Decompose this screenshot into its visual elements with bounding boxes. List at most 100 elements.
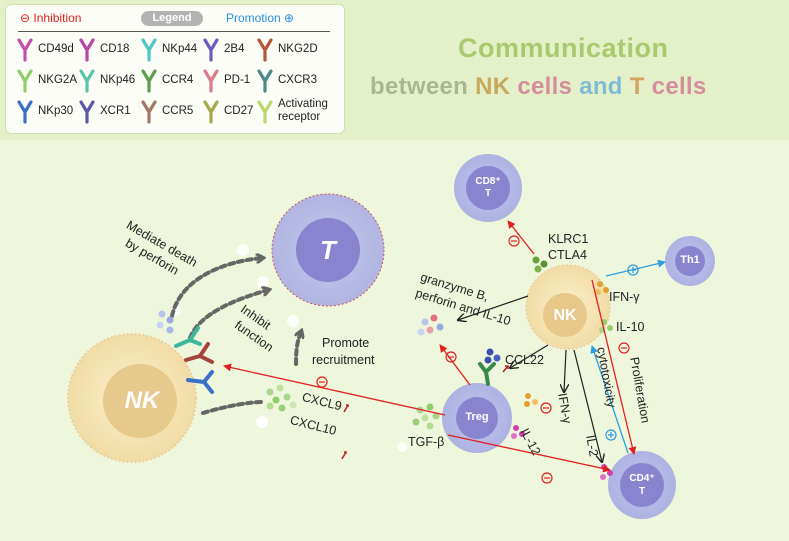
legend-panel: ⊖ Inhibition Legend Promotion ⊕ CD49d CD1… — [5, 4, 345, 134]
th1-label: Th1 — [680, 254, 700, 266]
il12-dots — [511, 425, 525, 439]
receptor-icon — [17, 100, 33, 124]
receptor-icon — [141, 38, 157, 62]
receptor-icon — [257, 69, 273, 93]
cd8-label-line1: CD8⁺ — [475, 176, 501, 187]
perforin-dots — [156, 310, 174, 334]
legend-item-label: NKp46 — [100, 74, 136, 86]
nk-left-receptors — [174, 326, 214, 394]
klrc1-label: KLRC1 — [548, 232, 589, 246]
title-and: and — [579, 73, 623, 100]
ifng-right-label: IFN-γ — [609, 290, 640, 304]
legend-title: Legend — [141, 11, 203, 26]
t-main-label: T — [320, 235, 336, 265]
nk-cell-right — [525, 264, 611, 350]
legend-inhibition-label: ⊖ Inhibition — [20, 11, 82, 25]
ccl22-dots — [484, 348, 501, 364]
receptor-icon — [79, 69, 95, 93]
receptor-icon — [141, 69, 157, 93]
title-nk: NK — [475, 73, 511, 100]
legend-item-label: 2B4 — [224, 43, 245, 55]
legend-item: NKG2D — [256, 37, 336, 63]
promotion-arrows — [590, 259, 666, 454]
legend-item-label: CD49d — [38, 43, 74, 55]
legend-item-label: CCR4 — [162, 74, 194, 86]
nk-left-label: NK — [124, 387, 160, 414]
receptor-icon — [203, 38, 219, 62]
promote-label-2: recruitment — [312, 353, 375, 367]
nkp30-receptor — [186, 370, 214, 394]
title-cells-2: cells — [651, 73, 707, 100]
receptor-icon — [79, 38, 95, 62]
legend-item-label: PD-1 — [224, 74, 251, 86]
legend-item-label: NKG2A — [38, 74, 77, 86]
title-line1: Communication — [458, 33, 669, 63]
receptor-icon — [257, 100, 273, 124]
cd4-t-cell — [608, 451, 676, 519]
receptor-icon — [141, 100, 157, 124]
legend-item: CCR5 — [140, 99, 220, 125]
ifng-dots-right — [595, 281, 609, 295]
treg-label: Treg — [465, 411, 489, 423]
receptor-icon — [17, 69, 33, 93]
nkg2d-receptor — [184, 342, 214, 364]
cd4-label-line2: T — [638, 486, 646, 497]
upregulation-arrows — [341, 365, 509, 460]
legend-item: NKG2A — [16, 68, 96, 94]
ctla4-label: CTLA4 — [548, 248, 587, 262]
legend-item: CD18 — [78, 37, 158, 63]
legend-item: CCR4 — [140, 68, 220, 94]
legend-divider — [18, 31, 330, 32]
legend-item: XCR1 — [78, 99, 158, 125]
legend-item: NKp44 — [140, 37, 220, 63]
tgf-dots — [412, 403, 440, 430]
ccl22-label: CCL22 — [505, 353, 544, 367]
legend-item: NKp46 — [78, 68, 158, 94]
inhibition-arrows — [223, 220, 637, 473]
title-line2: between NK cells and T cells — [370, 73, 707, 101]
legend-item: CD49d — [16, 37, 96, 63]
legend-item: 2B4 — [202, 37, 282, 63]
legend-item-label: CCR5 — [162, 105, 194, 117]
legend-item: CXCR3 — [256, 68, 336, 94]
cxcl-dots — [266, 384, 297, 412]
legend-item-label: NKp30 — [38, 105, 74, 117]
title-between: between — [370, 73, 469, 100]
legend-item-label: CD27 — [224, 105, 254, 117]
nkp46-receptor — [174, 326, 202, 348]
secretion-arrows — [458, 295, 602, 462]
cd4-label-line1: CD4⁺ — [629, 473, 655, 484]
cd8-label-line2: T — [484, 188, 492, 199]
receptor-icon — [203, 100, 219, 124]
promote-label-1: Promote — [322, 336, 370, 350]
il10-label: IL-10 — [616, 320, 645, 334]
treg-cell — [442, 383, 512, 453]
legend-header: ⊖ Inhibition Legend Promotion ⊕ — [6, 11, 344, 29]
tgf-beta-label: TGF-β — [408, 435, 445, 449]
receptor-icon — [17, 38, 33, 62]
legend-item-label: NKp44 — [162, 43, 198, 55]
th1-cell — [665, 236, 715, 286]
title-cells-1: cells — [517, 73, 573, 100]
nk-cell-left — [67, 333, 197, 463]
legend-item: NKp30 — [16, 99, 96, 125]
t-cell-main — [271, 193, 385, 307]
legend-promotion-label: Promotion ⊕ — [226, 11, 295, 25]
legend-item-label: CD18 — [100, 43, 130, 55]
legend-item-label: NKG2D — [278, 43, 318, 55]
legend-item: CD27 — [202, 99, 282, 125]
legend-item: PD-1 — [202, 68, 282, 94]
nk-to-t-dashed-arrows — [170, 258, 301, 415]
title-t: T — [629, 73, 645, 100]
treg-ccr4-receptor — [478, 362, 496, 386]
receptor-icon — [203, 69, 219, 93]
granzyme-dots — [417, 314, 444, 336]
receptor-icon — [257, 38, 273, 62]
klrc1-dots — [532, 256, 548, 273]
legend-item-label: CXCR3 — [278, 74, 317, 86]
promotion-symbols — [605, 264, 639, 441]
nk-right-label: NK — [553, 307, 577, 324]
legend-item-label: XCR1 — [100, 105, 131, 117]
